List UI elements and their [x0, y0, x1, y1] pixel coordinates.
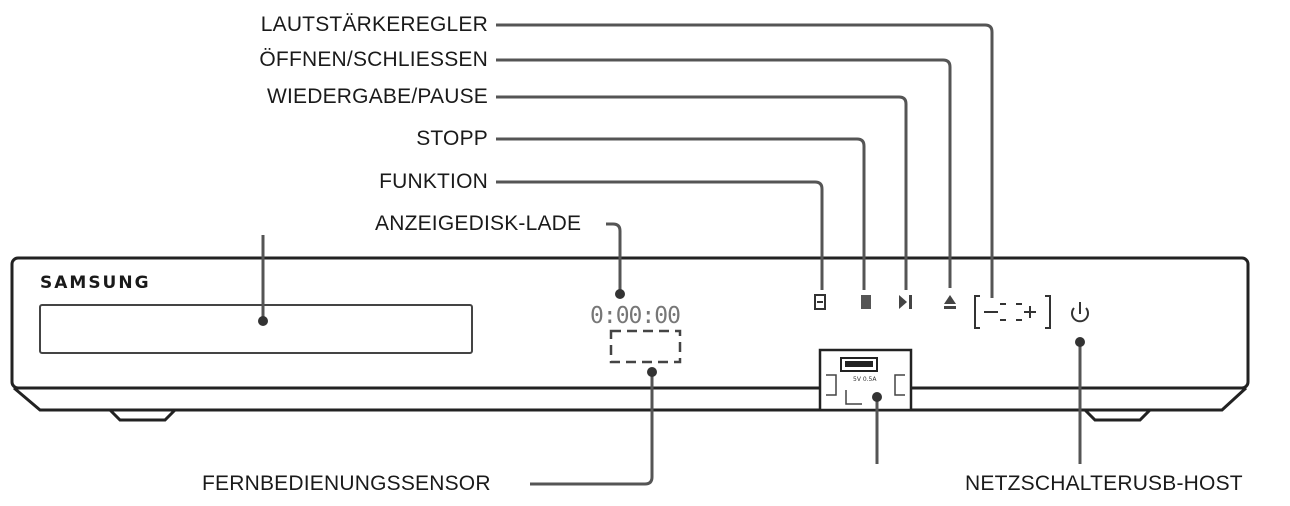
bottom-chassis: [13, 386, 1248, 412]
line-volume: [496, 23, 994, 298]
display-readout: 0:00:00: [590, 303, 681, 329]
power-icon: [1071, 302, 1089, 323]
line-function: [496, 180, 824, 290]
usb-port-label: 5V 0.5A: [853, 376, 877, 383]
eject-icon: [944, 295, 956, 309]
label-remote-sensor: FERNBEDIENUNGSSENSOR: [202, 472, 491, 495]
brand-logo: SAMSUNG: [40, 273, 151, 293]
play-pause-icon: [899, 295, 912, 309]
volume-plus-icon: [1024, 306, 1036, 318]
label-function: FUNKTION: [379, 170, 488, 193]
label-open-close: ÖFFNEN/SCHLIESSEN: [259, 48, 488, 71]
callout-dots: [258, 289, 1085, 402]
left-foot: [108, 408, 177, 422]
line-open-close: [496, 58, 952, 288]
label-play-pause: WIEDERGABE/PAUSE: [266, 85, 488, 108]
volume-control: [974, 295, 1051, 329]
line-play-pause: [496, 95, 908, 290]
disc-tray-slot: [39, 304, 473, 354]
label-stop: STOPP: [416, 127, 488, 150]
usb-port: [840, 357, 878, 372]
label-power-usb: NETZSCHALTERUSB-HOST: [965, 472, 1243, 495]
stop-icon: [861, 295, 871, 309]
remote-sensor-window: [609, 329, 682, 364]
line-display: [606, 222, 622, 294]
label-volume: LAUTSTÄRKEREGLER: [260, 13, 488, 36]
function-icon: [814, 294, 826, 310]
callout-lines: [261, 23, 1082, 486]
player-body: [10, 256, 1250, 422]
label-display-disc-tray: ANZEIGEDISK-LADE: [375, 212, 582, 235]
front-panel: [10, 256, 1250, 390]
line-stop: [496, 137, 866, 290]
usb-cover: [818, 348, 913, 412]
line-remote-sensor: [530, 372, 654, 486]
right-foot: [1083, 408, 1152, 422]
